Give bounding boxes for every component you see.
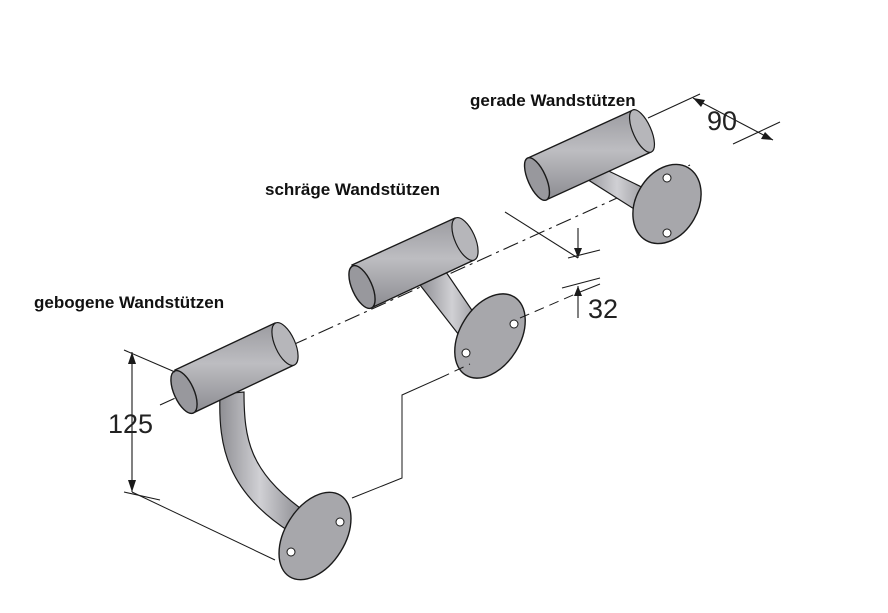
- straight-bracket-plate: [632, 163, 702, 245]
- dimension-offset: 32: [588, 294, 619, 324]
- label-curved-bracket: gebogene Wandstützen: [34, 293, 225, 312]
- construction-lines: [131, 283, 601, 561]
- inclined-bracket: [348, 216, 526, 379]
- label-straight-bracket: gerade Wandstützen: [470, 91, 636, 110]
- dimension-lines: [123, 93, 781, 501]
- curved-bracket-plate: [278, 491, 352, 581]
- curved-bracket-arm: [219, 391, 301, 533]
- dimension-width: 90: [707, 106, 738, 136]
- curved-bracket: [170, 321, 352, 581]
- dimension-height: 125: [108, 409, 154, 439]
- inclined-bracket-plate: [454, 293, 526, 379]
- straight-bracket: [523, 109, 702, 245]
- label-inclined-bracket: schräge Wandstützen: [265, 180, 441, 199]
